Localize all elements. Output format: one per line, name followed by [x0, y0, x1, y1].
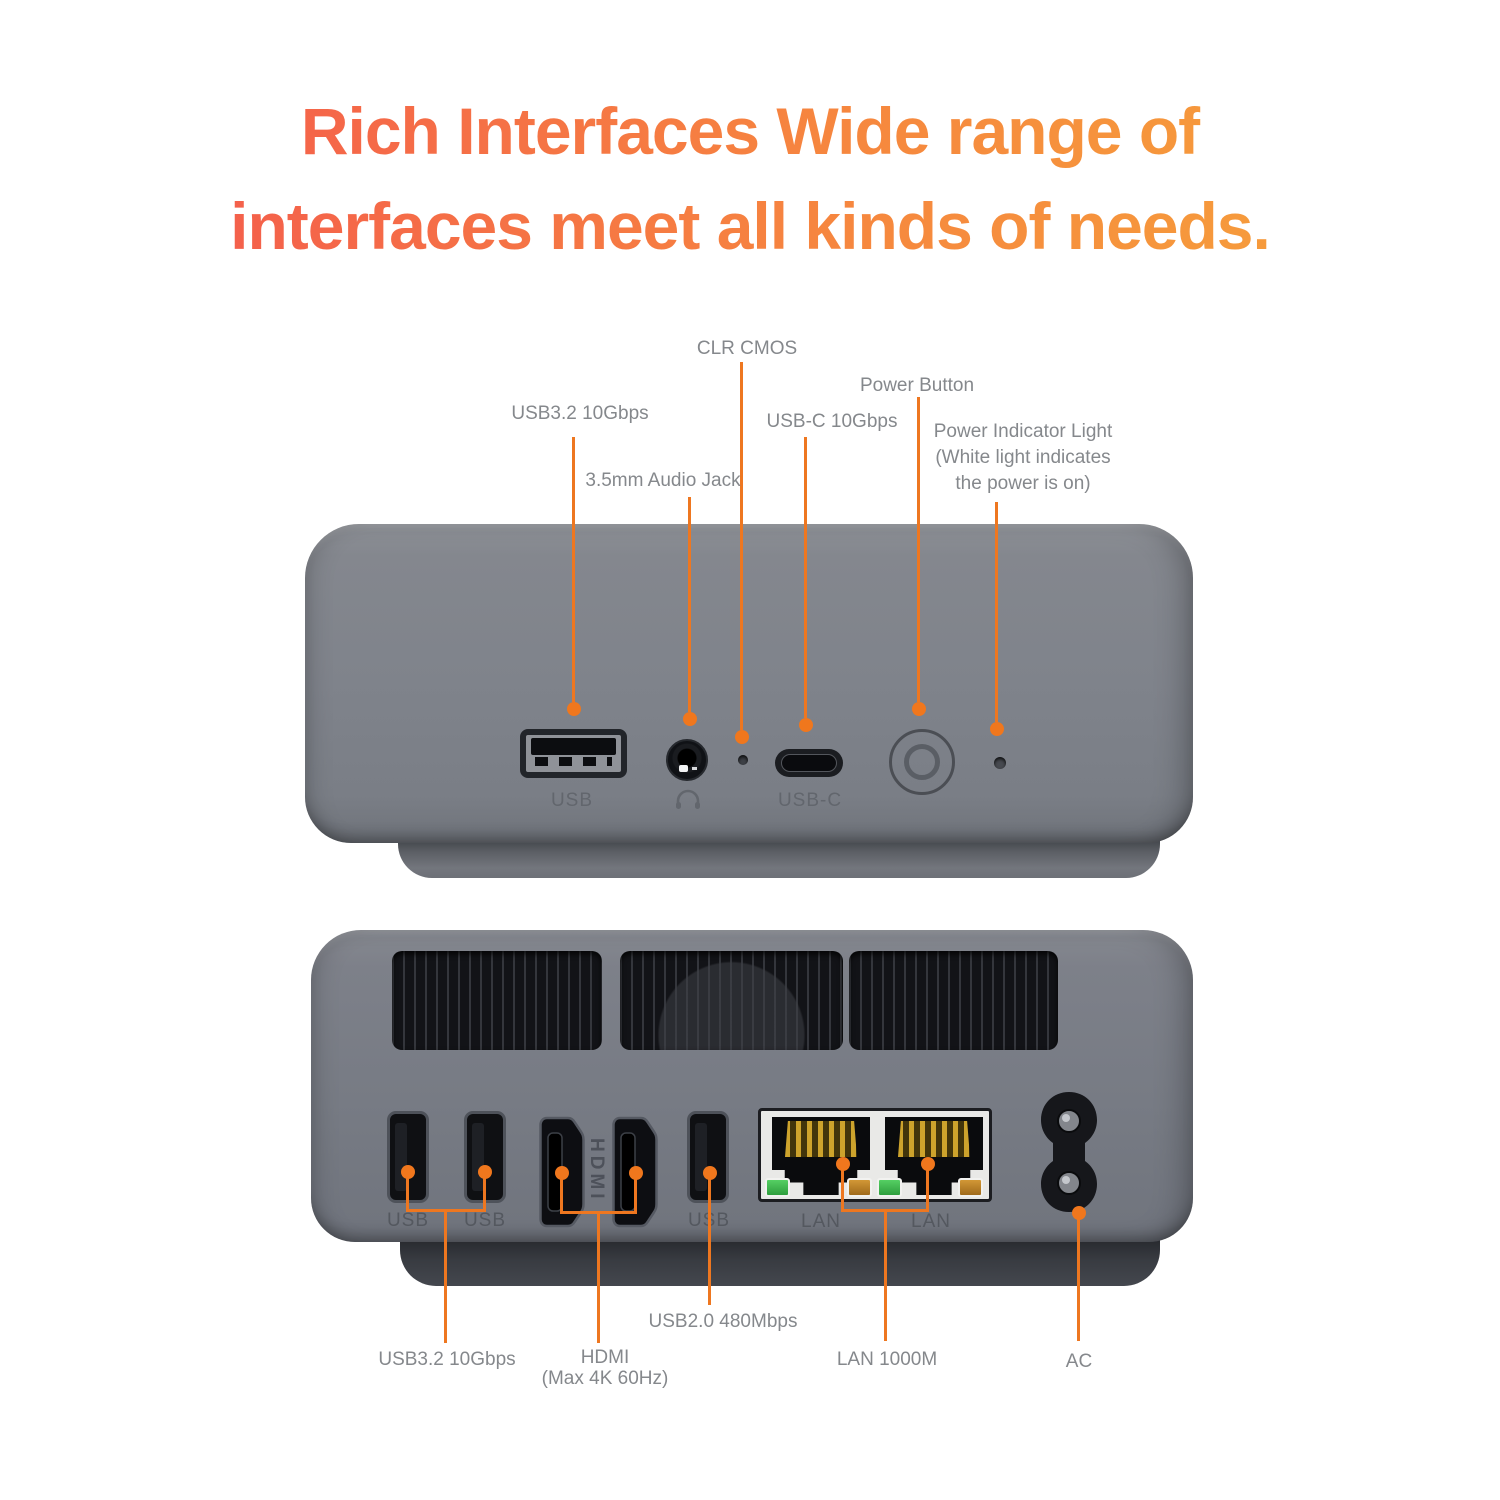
leader-stub-lan-1 [841, 1164, 844, 1212]
lan1-amber-led [847, 1178, 872, 1197]
leader-dot-usb-back-1 [401, 1165, 415, 1179]
leader-dot-ac [1072, 1206, 1086, 1220]
leader-stub-usb-back-2 [483, 1172, 486, 1212]
leader-dot-usbc [799, 718, 813, 732]
ac-power-inlet [1041, 1092, 1097, 1212]
callout-clr-cmos: CLR CMOS [696, 338, 798, 359]
rj45-pins [785, 1121, 857, 1157]
usb-c-slot [781, 754, 837, 772]
callout-power-indicator-line3: the power is on) [955, 473, 1091, 494]
callout-lan1000: LAN 1000M [836, 1349, 938, 1370]
callout-power-indicator-line1: Power Indicator Light [933, 421, 1113, 442]
title-line-1: Rich Interfaces Wide range of [300, 94, 1200, 168]
callout-usbc: USB-C 10Gbps [766, 411, 898, 432]
usb-c-port [775, 749, 843, 777]
callout-audio-jack: 3.5mm Audio Jack [585, 470, 741, 491]
leader-dot-hdmi-2 [629, 1166, 643, 1180]
rj45-pins [898, 1121, 970, 1157]
lan2-green-led [877, 1178, 902, 1197]
leader-dot-usb-back-2 [478, 1165, 492, 1179]
leader-drop-usb-back [444, 1209, 447, 1343]
front-device-body [305, 524, 1193, 843]
leader-dot-indicator [990, 722, 1004, 736]
leader-stub-hdmi-1 [560, 1173, 563, 1214]
callout-usb20: USB2.0 480Mbps [648, 1311, 798, 1332]
callout-power-indicator-line2: (White light indicates [935, 447, 1111, 468]
leader-line-ac [1077, 1213, 1080, 1341]
title-line-2: interfaces meet all kinds of needs. [230, 189, 1270, 263]
back-port-label-usb2: USB [463, 1210, 507, 1231]
hdmi-engraved-label: HDMI [586, 1138, 607, 1203]
leader-drop-hdmi [597, 1211, 600, 1343]
headphone-icon [676, 789, 700, 809]
usb-a-tab [531, 738, 616, 755]
leader-dot-lan-2 [921, 1157, 935, 1171]
leader-dot-audio [683, 712, 697, 726]
lan1-green-led [765, 1178, 790, 1197]
leader-dot-power [912, 702, 926, 716]
power-indicator-light [994, 757, 1006, 769]
usb-tab [695, 1123, 707, 1191]
front-port-label-usb: USB [550, 790, 594, 811]
vent-grille-middle [620, 951, 843, 1050]
callout-power-indicator: Power Indicator Light (White light indic… [934, 419, 1113, 497]
callout-ac: AC [1065, 1351, 1093, 1372]
power-button [889, 729, 955, 795]
clr-cmos-pinhole [738, 755, 748, 765]
lan2-amber-led [958, 1178, 983, 1197]
power-button-ring [904, 744, 940, 780]
leader-line-audio [688, 497, 691, 712]
audio-jack-port [666, 739, 708, 781]
callout-power-button: Power Button [859, 375, 975, 396]
leader-line-usb20 [708, 1173, 711, 1305]
vent-grille-left [392, 951, 602, 1050]
front-device-base [398, 838, 1160, 878]
callout-hdmi-line1: HDMI [580, 1347, 630, 1368]
leader-line-usbc [804, 437, 807, 718]
callout-hdmi-line2: (Max 4K 60Hz) [541, 1368, 669, 1389]
usb-a-port-front [520, 729, 627, 778]
leader-stub-usb-back-1 [406, 1172, 409, 1212]
leader-line-power [917, 397, 920, 702]
callout-usb32-front: USB3.2 10Gbps [511, 403, 649, 424]
leader-stub-lan-2 [926, 1164, 929, 1212]
usb-port-back-1 [387, 1111, 429, 1203]
vent-grille-right [849, 951, 1058, 1050]
page-title: Rich Interfaces Wide range of interfaces… [0, 84, 1500, 274]
back-port-label-lan2: LAN [911, 1211, 951, 1232]
back-port-label-lan1: LAN [801, 1211, 841, 1232]
lan-port-block [758, 1108, 992, 1202]
callout-hdmi: HDMI (Max 4K 60Hz) [542, 1347, 669, 1389]
back-device-base [400, 1238, 1160, 1286]
leader-dot-lan-1 [836, 1157, 850, 1171]
usb-a-contacts [535, 757, 612, 766]
leader-dot-usb32-front [567, 702, 581, 716]
back-port-label-usb1: USB [386, 1210, 430, 1231]
leader-stub-hdmi-2 [634, 1173, 637, 1214]
leader-dot-hdmi-1 [555, 1166, 569, 1180]
callout-usb32-back: USB3.2 10Gbps [378, 1349, 516, 1370]
front-port-label-usbc: USB-C [777, 790, 843, 811]
leader-dot-cmos [735, 730, 749, 744]
leader-dot-usb20 [703, 1166, 717, 1180]
leader-line-usb32-front [572, 437, 575, 702]
leader-drop-lan [884, 1209, 887, 1341]
leader-line-cmos [740, 362, 743, 730]
leader-line-indicator [995, 502, 998, 722]
